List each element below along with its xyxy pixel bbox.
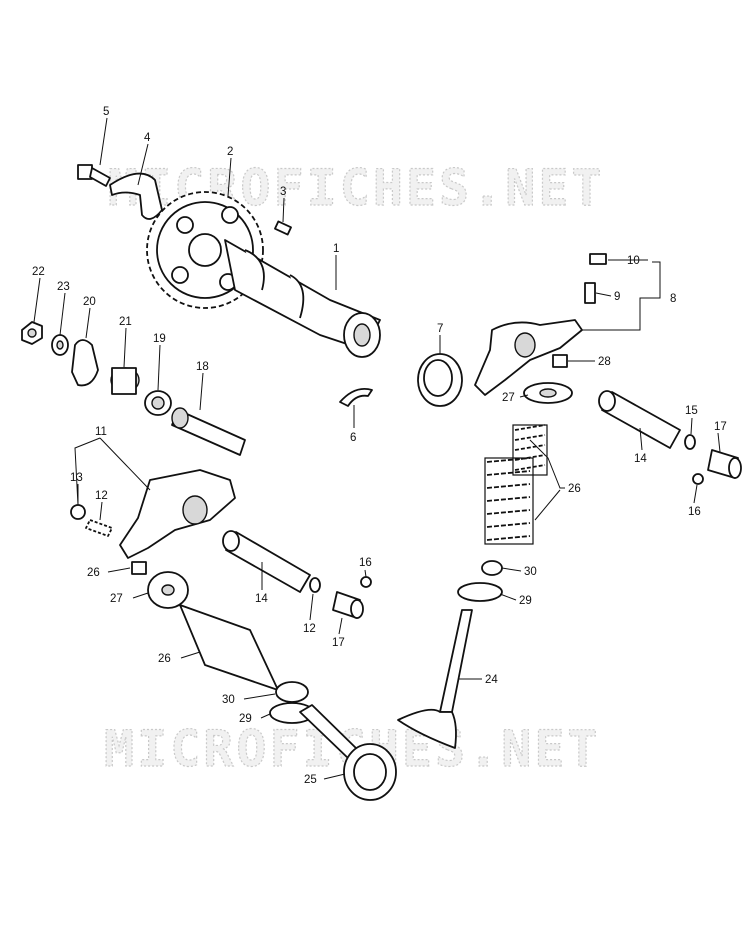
bolt-right-part [692,473,704,485]
spring-seat-right-part [481,560,503,576]
callout-22: 22 [32,266,45,278]
callout-10: 10 [627,255,640,267]
intake-valve-part [299,704,397,801]
callout-30-left: 30 [222,694,235,706]
callout-21: 21 [119,316,132,328]
callout-29-right: 29 [519,595,532,607]
cap-left-part [332,591,364,619]
callout-7: 7 [437,323,443,335]
o-ring-left-part [309,577,321,593]
callout-30-right: 30 [524,566,537,578]
callout-14-left: 14 [255,593,268,605]
valve-spring-outer-right-part [484,457,534,545]
o-ring-right-part [684,434,696,450]
callout-26-right: 26 [568,483,581,495]
rocker-arm-left-part [119,469,236,559]
clip-part [339,387,373,407]
callout-labels: 5 4 2 3 1 6 7 10 9 8 28 27 15 17 14 16 2… [32,106,727,786]
callout-24: 24 [485,674,498,686]
callout-25: 25 [304,774,317,786]
callout-13: 13 [70,472,83,484]
callout-26-left: 26 [87,567,100,579]
callout-28: 28 [598,356,611,368]
callout-27-left: 27 [110,593,123,605]
callout-26-lower: 26 [158,653,171,665]
callout-3: 3 [280,186,286,198]
washer-part [51,334,69,356]
decomp-shaft-part [171,407,246,456]
tappet-shim-part [417,353,463,407]
callout-16-right: 16 [688,506,701,518]
watermark-bottom: MICROFICHES.NET [104,720,601,778]
callout-29-left: 29 [239,713,252,725]
rocker-shaft-left-part [222,530,311,593]
callout-1: 1 [333,243,339,255]
rocker-cap-part [552,354,568,368]
decomp-cam-part [110,367,140,395]
adjuster-nut-part [589,253,607,265]
callout-20: 20 [83,296,96,308]
camshaft-part [224,239,381,358]
lock-plate-part [109,172,163,220]
callout-16-left: 16 [359,557,372,569]
pin-part [274,220,292,236]
callout-18: 18 [196,361,209,373]
callout-9: 9 [614,291,620,303]
adjuster-screw-part [584,282,596,304]
bolt-left-part [360,576,372,588]
callout-14-right: 14 [634,453,647,465]
bolt-part [77,164,111,187]
callout-6: 6 [350,432,356,444]
callout-19: 19 [153,333,166,345]
valve-seal-right-part [457,582,503,602]
callout-17-left: 17 [332,637,345,649]
callout-11: 11 [95,426,107,438]
valve-springs-left-part [179,604,279,691]
callout-2: 2 [227,146,233,158]
cap-right-part [707,449,742,479]
callout-23: 23 [57,281,70,293]
callout-5: 5 [103,106,109,118]
decomp-lever-part [71,339,99,387]
callout-15: 15 [685,405,698,417]
callout-17-right: 17 [714,421,727,433]
callout-12-top: 12 [95,490,108,502]
callout-8: 8 [670,293,676,305]
exhaust-valve-part [397,609,473,749]
nut-part [21,321,43,345]
adjuster-screw-left-part [85,519,113,537]
valve-retainer-right-part [523,382,573,404]
callout-4: 4 [144,132,151,144]
callout-27-right: 27 [502,392,515,404]
valve-spring-inner-right-part [512,424,548,476]
callout-12-bottom: 12 [303,623,316,635]
valve-retainer-left-part [147,571,189,609]
bearing-part [144,390,172,416]
rocker-cap-left-part [131,561,147,575]
rocker-arm-right-part [474,319,583,396]
rocker-shaft-right-part [598,390,681,449]
leader-lines [33,117,721,780]
adjuster-nut-left-part [70,504,86,520]
spring-seat-left-part [275,681,309,703]
